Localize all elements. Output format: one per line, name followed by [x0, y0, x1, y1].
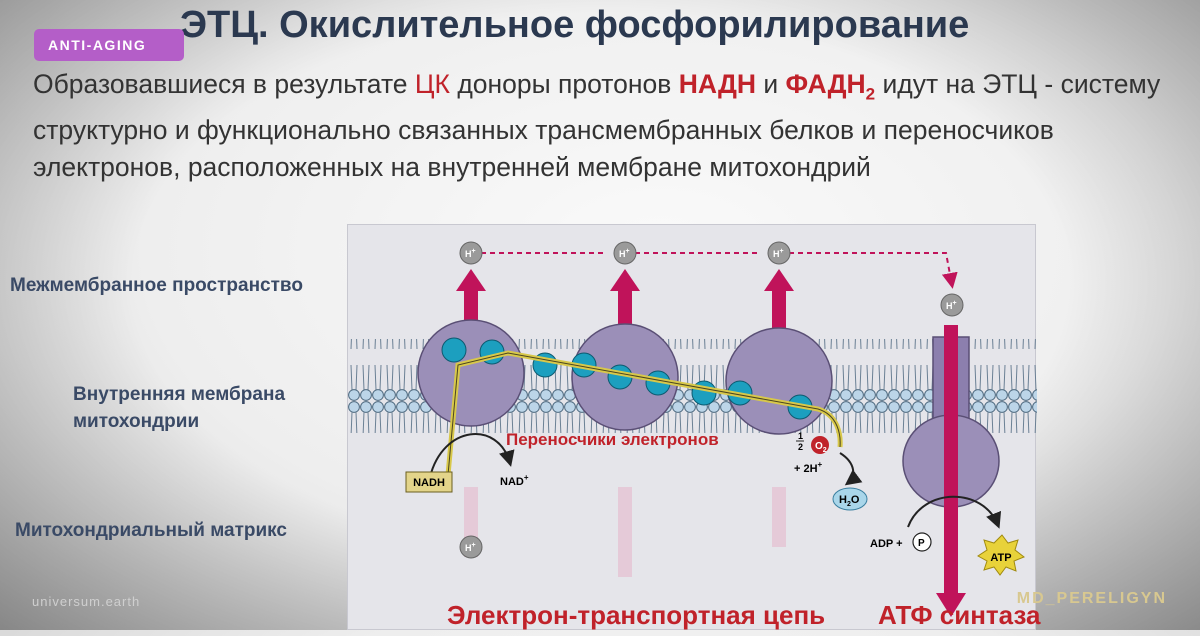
- atp-burst: [977, 534, 1025, 576]
- intro-nadh: НАДН: [678, 69, 756, 99]
- nad-label: NAD+: [500, 473, 529, 488]
- etc-diagram: NADH NAD+ Переносчики электронов 1 2 O2 …: [347, 224, 1037, 630]
- h-plus-2: [613, 241, 637, 265]
- water-formation-arrow: [839, 452, 863, 486]
- atp-synthase-proton-arrow: [944, 325, 958, 595]
- atp-label: ATP: [990, 552, 1011, 564]
- h-plus-markers: H+ H+ H+ H+ H+: [459, 241, 964, 559]
- intro-line-2: структурно и функционально связанных тра…: [33, 115, 1054, 146]
- o2-label: O2: [815, 441, 827, 454]
- svg-text:H+: H+: [465, 248, 476, 259]
- nadh-label: NADH: [413, 477, 445, 489]
- slide-title: ЭТЦ. Окислительное фосфорилирование: [180, 4, 970, 46]
- region-label-intermembrane: Межмембранное пространство: [10, 275, 303, 296]
- intro-text-3: и: [755, 69, 786, 99]
- svg-text:H+: H+: [465, 542, 476, 553]
- proton-pump-arrows: [456, 269, 794, 339]
- intro-fadh: ФАДН: [785, 69, 866, 99]
- intro-text-4: идут на ЭТЦ - систему: [875, 69, 1161, 99]
- intro-tca: ЦК: [414, 69, 450, 99]
- svg-text:H+: H+: [773, 248, 784, 259]
- intro-text-2: доноры протонов: [449, 69, 679, 99]
- region-label-matrix: Митохондриальный матрикс: [15, 520, 287, 541]
- region-label-inner-membrane-1: Внутренняя мембрана: [73, 384, 286, 405]
- caption-atp-synthase: АТФ синтаза: [878, 600, 1041, 630]
- caption-etc: Электрон-транспортная цепь: [447, 600, 826, 630]
- carriers-label: Переносчики электронов: [506, 430, 719, 449]
- svg-text:H+: H+: [619, 248, 630, 259]
- category-badge[interactable]: ANTI-AGING: [34, 29, 184, 61]
- h-plus-3: [767, 241, 791, 265]
- proton-flow-dashed: [481, 252, 952, 285]
- o2-fraction-num: 1: [798, 431, 803, 441]
- etc-diagram-svg: NADH NAD+ Переносчики электронов 1 2 O2 …: [348, 241, 1037, 617]
- intro-line-3: электронов, расположенных на внутренней …: [33, 152, 871, 183]
- nadh-box: [405, 471, 453, 493]
- h-plus-1: [459, 241, 483, 265]
- nadh-oxidation-arrow: [429, 433, 515, 478]
- region-label-inner-membrane-2: митохондрии: [73, 411, 200, 432]
- electron-path-outline: [447, 352, 841, 476]
- complex-i: [417, 319, 525, 427]
- h2o-bubble: [832, 487, 868, 511]
- intro-fadh-subscript: 2: [865, 84, 876, 104]
- intro-line-1: Образовавшиеся в результате ЦК доноры пр…: [33, 66, 1183, 112]
- o2-molecule: [811, 436, 829, 454]
- intro-paragraph: Образовавшиеся в результате ЦК доноры пр…: [33, 66, 1183, 186]
- h2o-label: H2O: [839, 494, 860, 508]
- atp-synthesis-arrow: [907, 495, 1002, 529]
- svg-text:H+: H+: [946, 300, 957, 311]
- proton-channel-2: [618, 487, 632, 577]
- watermark-left: universum.earth: [32, 594, 141, 609]
- proton-channel-3: [772, 487, 786, 547]
- phosphate-label: P: [918, 538, 925, 549]
- watermark-right: MD_PERELIGYN: [1016, 590, 1167, 607]
- adp-label: ADP +: [870, 538, 903, 550]
- atp-synthase-arrow-head: [936, 593, 966, 617]
- h-plus-4: [940, 293, 964, 317]
- two-h-label: + 2H+: [794, 460, 823, 475]
- h-plus-matrix: [459, 535, 483, 559]
- o2-fraction-den: 2: [798, 442, 803, 452]
- intro-text-1: Образовавшиеся в результате: [33, 69, 415, 99]
- phosphate-circle: [912, 532, 932, 552]
